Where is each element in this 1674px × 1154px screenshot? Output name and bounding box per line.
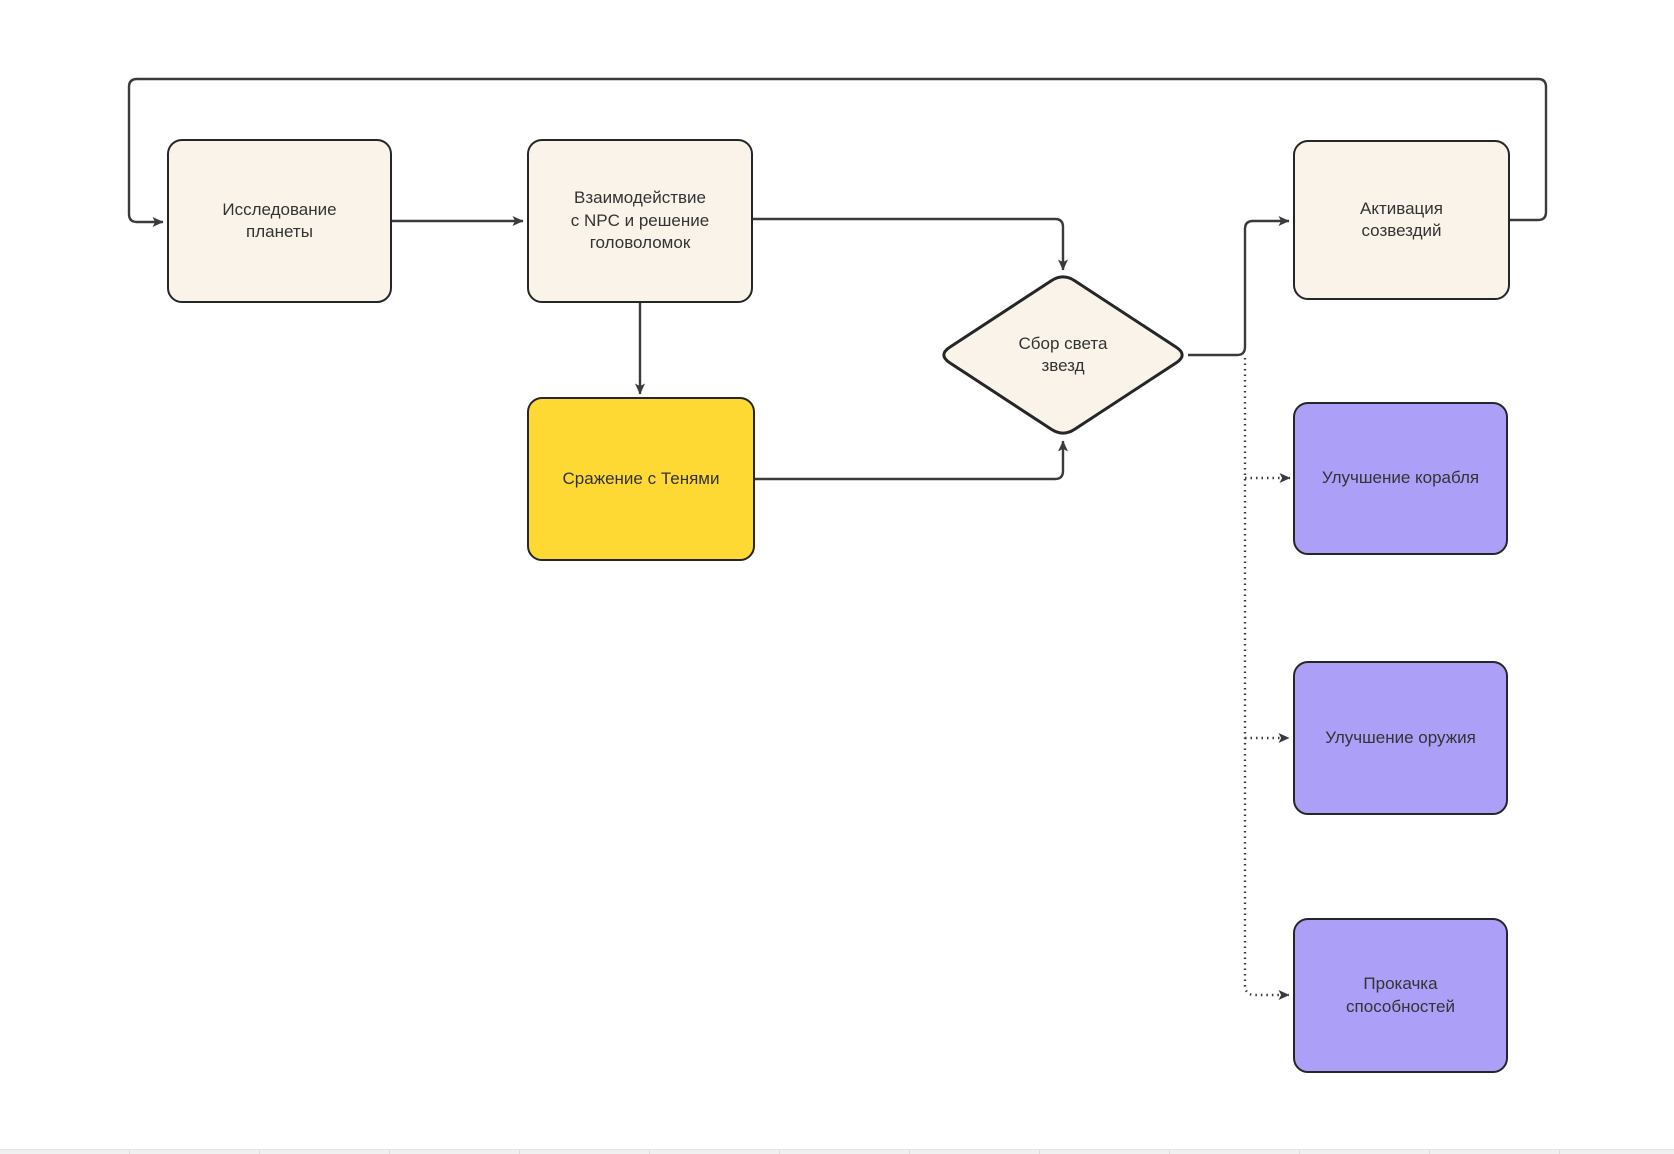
node-ability-leveling-label: Прокачка способностей <box>1346 974 1455 1016</box>
node-npc-interaction[interactable]: Взаимодействие с NPC и решение головолом… <box>527 139 753 303</box>
node-weapon-upgrade[interactable]: Улучшение оружия <box>1293 661 1508 815</box>
node-ship-upgrade[interactable]: Улучшение корабля <box>1293 402 1508 555</box>
node-ship-upgrade-label: Улучшение корабля <box>1321 468 1480 488</box>
collect-starlight-diamond[interactable] <box>942 275 1184 435</box>
node-explore-planet-label: Исследование планеты <box>222 199 337 241</box>
node-collect-starlight-label-box: Сбор света звезд <box>963 315 1163 395</box>
edge-npc-to-collect <box>753 217 1068 271</box>
node-shadow-battle-label: Сражение с Тенями <box>562 468 720 488</box>
node-weapon-upgrade-label: Улучшение оружия <box>1325 727 1476 747</box>
node-explore-planet[interactable]: Исследование планеты <box>167 139 392 303</box>
node-constellation-activation-label: Активация созвездий <box>1360 198 1443 240</box>
page-footer-strip <box>0 1149 1674 1154</box>
edge-collect-to-constellation <box>1188 216 1290 357</box>
node-shadow-battle[interactable]: Сражение с Тенями <box>527 397 755 561</box>
edge-collect-to-ability-dotted <box>1243 358 1290 1000</box>
edge-battle-to-collect <box>755 440 1068 481</box>
node-ability-leveling[interactable]: Прокачка способностей <box>1293 918 1508 1073</box>
node-constellation-activation[interactable]: Активация созвездий <box>1293 140 1510 300</box>
node-npc-interaction-label: Взаимодействие с NPC и решение головолом… <box>570 188 710 253</box>
node-collect-starlight-label: Сбор света звезд <box>1018 333 1108 375</box>
edge-constellation-to-explore <box>127 77 1548 227</box>
